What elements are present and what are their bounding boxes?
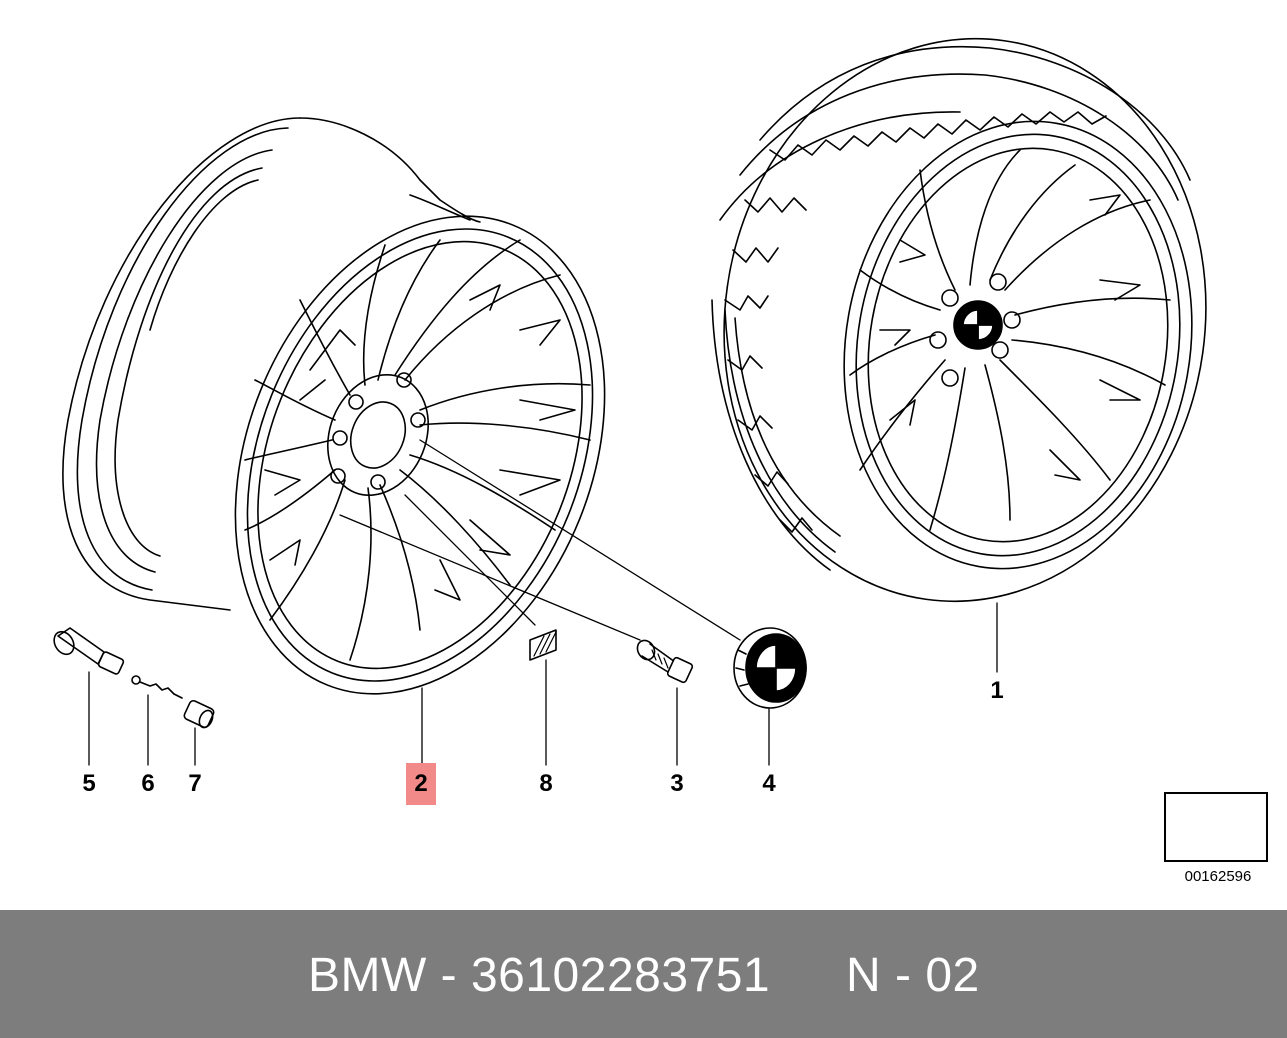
callout-7[interactable]: 7 bbox=[188, 770, 202, 797]
leader-lines bbox=[88, 439, 998, 766]
complete-wheel-drawing bbox=[711, 37, 1207, 603]
valve-cap-drawing bbox=[183, 699, 215, 729]
hub-cap-drawing bbox=[733, 627, 807, 709]
valve-core-drawing bbox=[131, 675, 183, 699]
wheel-bolt-drawing bbox=[636, 639, 694, 684]
wheel-label-drawing bbox=[529, 629, 557, 661]
reference-number: 00162596 bbox=[1184, 868, 1252, 885]
callout-5[interactable]: 5 bbox=[82, 770, 96, 797]
footer-bar bbox=[0, 910, 1287, 1038]
parts-diagram: 1 2 3 4 5 6 7 8 00162596 bbox=[53, 37, 1268, 885]
valve-part-drawing bbox=[53, 627, 125, 675]
callout-1[interactable]: 1 bbox=[990, 677, 1004, 704]
callout-2[interactable]: 2 bbox=[406, 763, 436, 805]
callout-3[interactable]: 3 bbox=[670, 770, 684, 797]
part-number-text: BMW - 36102283751 bbox=[308, 949, 771, 1002]
reference-box bbox=[1164, 792, 1268, 862]
callout-6[interactable]: 6 bbox=[141, 770, 155, 797]
diagram-code-text: N - 02 bbox=[846, 949, 980, 1002]
callout-4[interactable]: 4 bbox=[762, 770, 776, 797]
callout-8[interactable]: 8 bbox=[539, 770, 553, 797]
wheel-rim-drawing bbox=[62, 117, 606, 695]
